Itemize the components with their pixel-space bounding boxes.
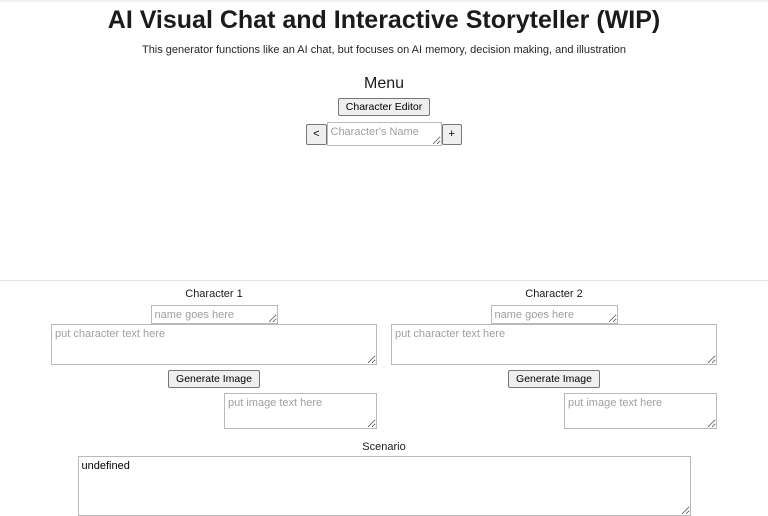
scenario-input[interactable] <box>77 456 691 516</box>
character-2-generate-image-button[interactable]: Generate Image <box>508 370 600 388</box>
character-column-1: Character 1 Generate Image <box>0 288 384 430</box>
character-editor-columns: Character 1 Generate Image Character 2 <box>0 288 768 430</box>
character-2-heading: Character 2 <box>525 288 583 300</box>
character-2-name-input[interactable] <box>490 305 618 324</box>
character-column-2: Character 2 Generate Image <box>384 288 768 430</box>
character-1-generate-row: Generate Image <box>51 365 377 388</box>
character-2-image-prompt-input[interactable] <box>564 393 717 430</box>
section-divider <box>0 280 768 281</box>
previous-character-button[interactable]: < <box>306 123 327 145</box>
character-1-image-prompt-row <box>51 388 377 430</box>
character-2-description-input[interactable] <box>391 324 717 365</box>
character-1-generate-image-button[interactable]: Generate Image <box>168 370 260 388</box>
scenario-section: Scenario <box>0 441 768 516</box>
scenario-heading: Scenario <box>362 441 406 453</box>
page-title: AI Visual Chat and Interactive Storytell… <box>107 6 661 34</box>
character-2-generate-row: Generate Image <box>391 365 717 388</box>
character-1-name-row <box>51 305 377 324</box>
character-1-name-input[interactable] <box>150 305 278 324</box>
add-character-button[interactable]: + <box>441 123 462 145</box>
viewport-top-edge <box>0 0 768 2</box>
character-1-description-input[interactable] <box>51 324 377 365</box>
scenario-input-row <box>0 456 768 516</box>
character-selector-row: <+ <box>0 116 768 147</box>
character-editor-button[interactable]: Character Editor <box>337 98 431 116</box>
page-subtitle: This generator functions like an AI chat… <box>141 44 627 56</box>
menu-button-row: Character Editor <box>0 93 768 116</box>
character-1-image-prompt-input[interactable] <box>224 393 377 430</box>
character-name-input[interactable] <box>326 122 442 147</box>
menu-heading: Menu <box>363 75 405 92</box>
character-2-image-prompt-row <box>391 388 717 430</box>
character-1-heading: Character 1 <box>185 288 243 300</box>
character-2-name-row <box>391 305 717 324</box>
